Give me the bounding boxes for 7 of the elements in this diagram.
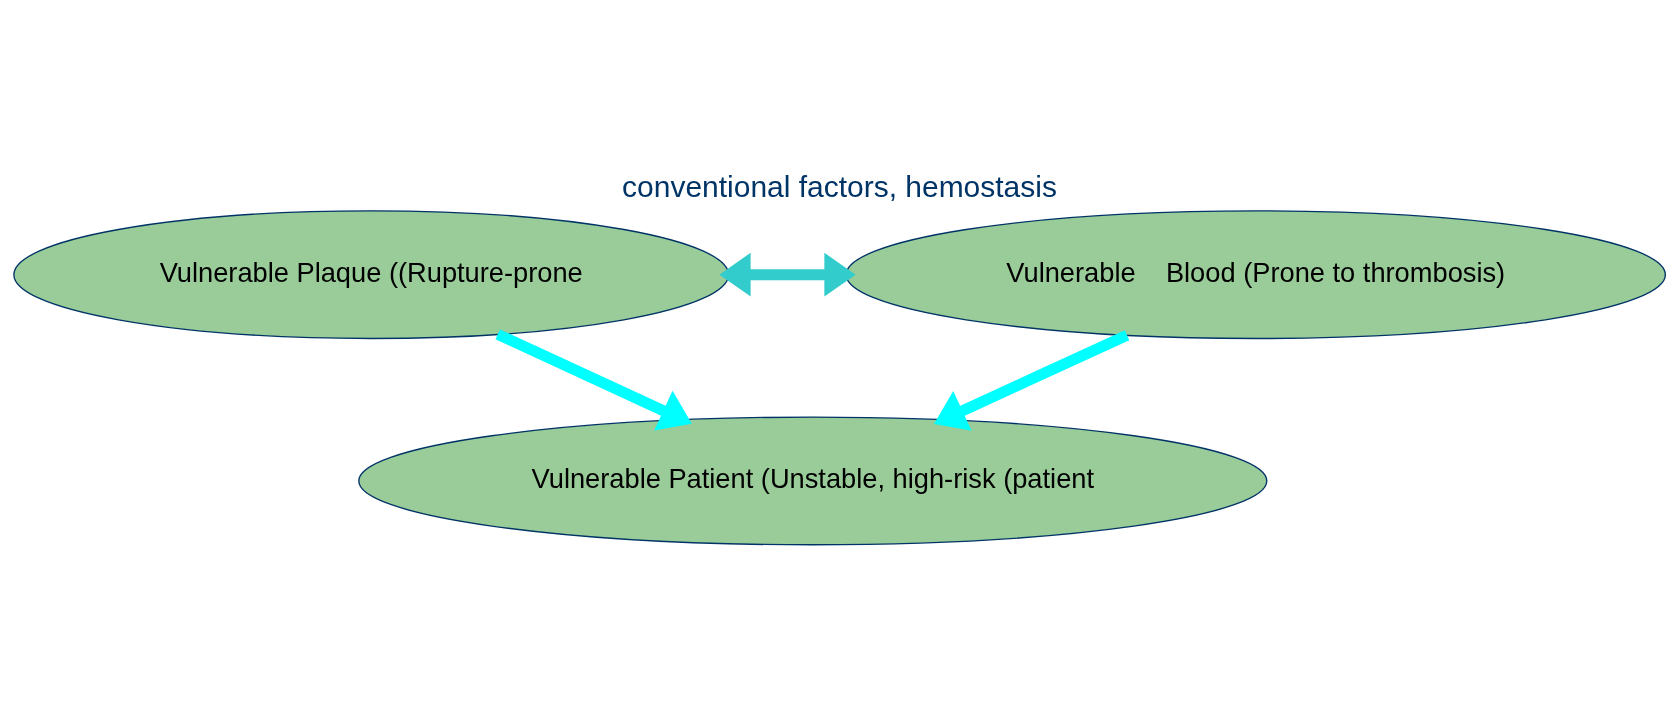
node-ellipse: Vulnerable Patient (Unstable, high-risk (patient bbox=[358, 416, 1268, 546]
diagram-title: conventional factors, hemostasis bbox=[622, 169, 1057, 203]
node-ellipse: Vulnerable Blood (Prone to thrombosis) bbox=[845, 210, 1667, 340]
node-ellipse: Vulnerable Plaque ((Rupture-prone bbox=[13, 210, 730, 340]
arrow bbox=[719, 252, 856, 297]
arrow bbox=[933, 330, 1130, 431]
arrow bbox=[495, 329, 692, 431]
